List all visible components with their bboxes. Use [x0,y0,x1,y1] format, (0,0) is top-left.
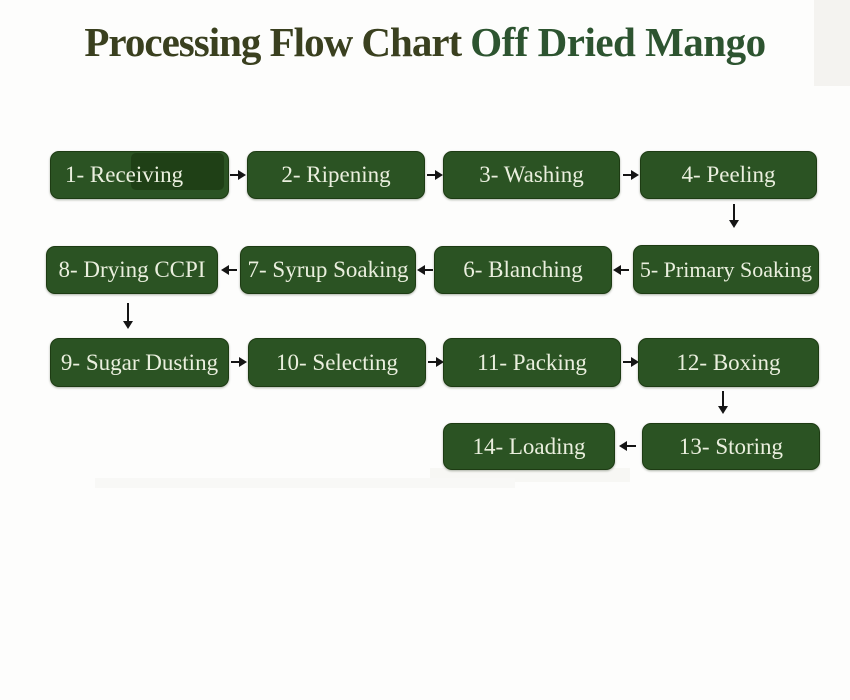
step-label-ripening: 2- Ripening [281,162,391,187]
step-box-receiving: 1- Receiving [50,151,229,199]
arrow-down-icon [729,204,739,228]
step-box-syrup-soaking: 7- Syrup Soaking [240,246,416,294]
arrow-right-icon [230,170,246,180]
scan-tint-patch [430,468,630,482]
arrow-left-icon [619,441,636,451]
step-box-ripening: 2- Ripening [247,151,425,199]
step-box-sugar-dusting: 9- Sugar Dusting [50,338,229,387]
step-label-washing: 3- Washing [479,162,584,187]
step-label-loading: 14- Loading [472,433,586,459]
step-label-primary-soaking: 5- Primary Soaking [639,256,813,282]
step-label-packing: 11- Packing [477,349,587,375]
arrow-down-icon [718,391,728,414]
step-box-drying-ccpi: 8- Drying CCPI [46,246,218,294]
step-label-syrup-soaking: 7- Syrup Soaking [247,257,409,282]
arrow-left-icon [221,265,237,275]
step-label-receiving: 1- Receiving [65,162,184,187]
step-label-sugar-dusting: 9- Sugar Dusting [60,349,219,375]
step-box-primary-soaking: 5- Primary Soaking [633,245,819,294]
step-label-storing: 13- Storing [678,433,784,459]
step-box-boxing: 12- Boxing [638,338,819,387]
arrow-down-icon [123,303,133,329]
step-label-blanching: 6- Blanching [463,257,583,282]
step-box-selecting: 10- Selecting [248,338,426,387]
arrow-left-icon [417,265,433,275]
step-box-loading: 14- Loading [443,423,615,470]
arrow-right-icon [428,357,444,367]
arrow-right-icon [623,170,639,180]
step-label-selecting: 10- Selecting [276,349,398,375]
page-title-part1: Processing Flow Chart [84,19,462,65]
arrow-right-icon [623,357,639,367]
arrow-right-icon [231,357,247,367]
step-label-drying-ccpi: 8- Drying CCPI [58,257,206,282]
step-box-peeling: 4- Peeling [640,151,817,199]
step-label-peeling: 4- Peeling [681,162,776,187]
step-label-boxing: 12- Boxing [676,349,781,375]
step-box-storing: 13- Storing [642,423,820,470]
arrow-right-icon [427,170,443,180]
scan-tint-patch [95,478,515,488]
arrow-left-icon [613,265,629,275]
step-box-packing: 11- Packing [443,338,621,387]
step-box-blanching: 6- Blanching [434,246,612,294]
page-title-part2: Off Dried Mango [470,19,766,65]
step-box-washing: 3- Washing [443,151,620,199]
